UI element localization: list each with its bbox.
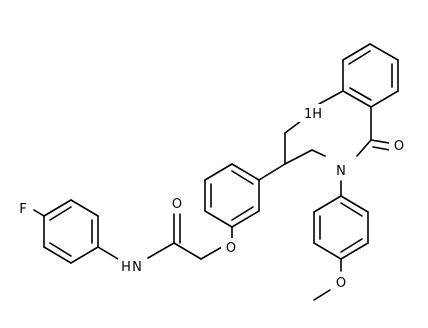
ring-nh-atom: 1H <box>304 107 322 122</box>
ring-link-bond <box>258 163 286 181</box>
ketone-o-atom: O <box>394 139 404 154</box>
ether-o-atom: O <box>226 241 236 256</box>
ketone-bond <box>370 139 391 151</box>
ring-n-label: N <box>331 161 351 179</box>
amide-o-atom: O <box>172 197 182 212</box>
methoxy-oxygen-label: O <box>331 273 351 291</box>
ketone-oxygen-label: O <box>389 136 409 154</box>
dihydroquinazolinone-ring <box>284 90 372 165</box>
ether-oxygen-label: O <box>221 238 241 256</box>
amide-h-atom: H <box>121 260 131 275</box>
amide-oxygen-label: O <box>167 194 187 212</box>
o-methyl-bond <box>313 289 331 301</box>
amide-group <box>147 213 223 260</box>
fluorophenyl-ring <box>43 199 99 264</box>
methoxy-o-atom: O <box>336 276 346 291</box>
fluorine-atom: F <box>19 202 26 217</box>
amide-n-atom: N <box>132 260 142 275</box>
fluorine-label: F <box>13 199 33 217</box>
ring-nh-label: 1H <box>299 104 327 122</box>
ring-n-atom: N <box>336 164 346 179</box>
central-benzene-ring <box>204 163 260 228</box>
amide-nh-label: H N <box>118 255 144 277</box>
benzo-ring <box>342 43 399 108</box>
c-f-bond <box>33 209 45 217</box>
methoxyphenyl-ring <box>313 195 369 260</box>
aryl-n-bond <box>97 246 119 260</box>
